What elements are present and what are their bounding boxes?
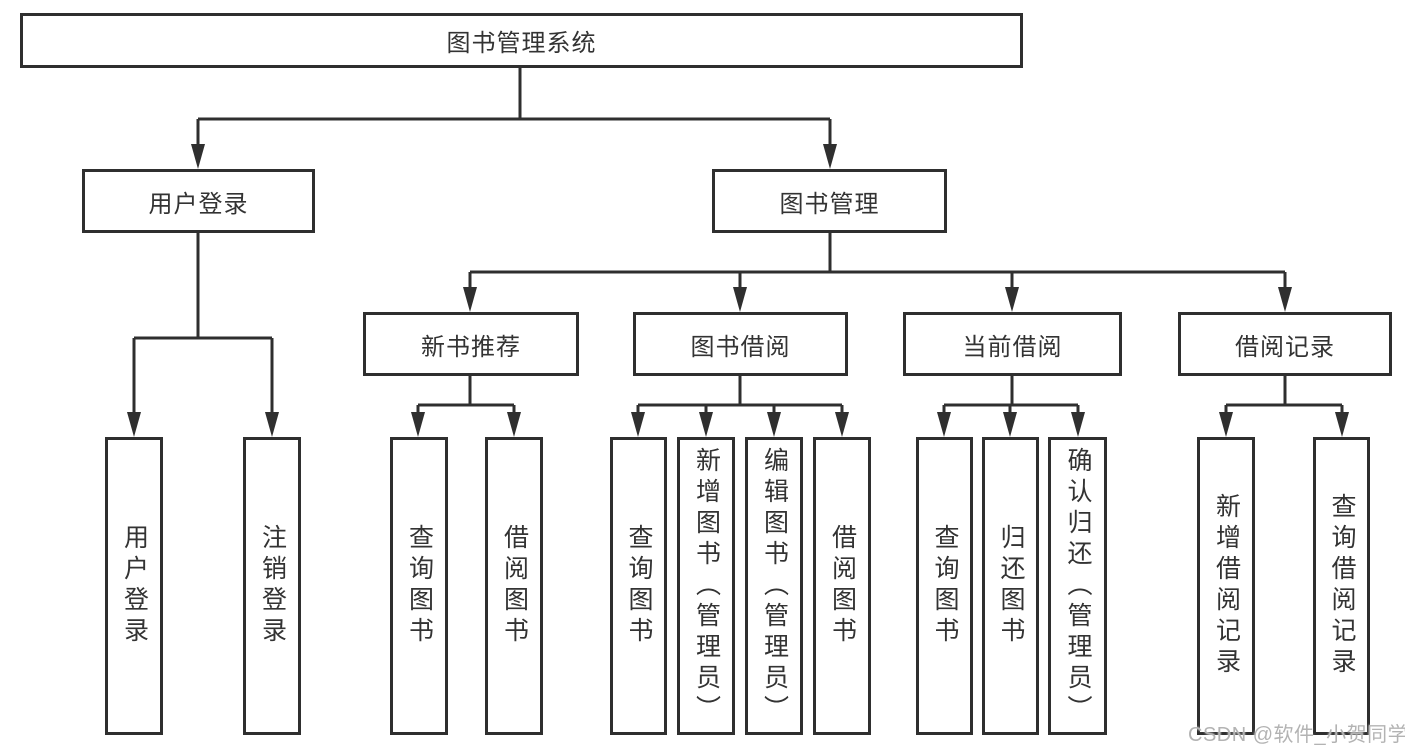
connector-paths xyxy=(132,68,1344,414)
arrow-icon xyxy=(1278,287,1292,312)
node-br-add-record: 新增借阅记录 xyxy=(1197,437,1255,735)
node-br-query-record: 查询借阅记录 xyxy=(1313,437,1370,735)
arrow-icon xyxy=(507,412,521,437)
node-bb-add-book: 新增图书（管理员） xyxy=(677,437,735,735)
arrow-icon xyxy=(823,144,837,169)
arrow-icon xyxy=(937,412,951,437)
node-bb-borrow-book: 借阅图书 xyxy=(813,437,871,735)
node-cb-confirm-return: 确认归还（管理员） xyxy=(1048,437,1107,735)
node-book-management: 图书管理 xyxy=(712,169,947,233)
node-nbr-query-book: 查询图书 xyxy=(390,437,448,735)
node-book-borrow: 图书借阅 xyxy=(633,312,848,376)
node-leaf-user-login: 用户登录 xyxy=(105,437,163,735)
watermark: CSDN @软件_小贺同学 xyxy=(1188,724,1405,746)
node-cb-return-book: 归还图书 xyxy=(982,437,1039,735)
arrow-icon xyxy=(631,412,645,437)
arrow-icon xyxy=(767,412,781,437)
arrow-icon xyxy=(1335,412,1349,437)
node-bb-query-book: 查询图书 xyxy=(610,437,667,735)
arrow-icon xyxy=(1003,412,1017,437)
node-current-borrow: 当前借阅 xyxy=(903,312,1122,376)
arrowheads xyxy=(127,144,1349,437)
arrow-icon xyxy=(835,412,849,437)
arrow-icon xyxy=(1005,287,1019,312)
node-borrow-record: 借阅记录 xyxy=(1178,312,1392,376)
arrow-icon xyxy=(1071,412,1085,437)
arrow-icon xyxy=(1219,412,1233,437)
arrow-icon xyxy=(411,412,425,437)
arrow-icon xyxy=(127,412,141,437)
arrow-icon xyxy=(191,144,205,169)
arrow-icon xyxy=(463,287,477,312)
arrow-icon xyxy=(265,412,279,437)
node-leaf-logout: 注销登录 xyxy=(243,437,301,735)
node-nbr-borrow-book: 借阅图书 xyxy=(485,437,543,735)
node-user-login: 用户登录 xyxy=(82,169,315,233)
node-cb-query-book: 查询图书 xyxy=(916,437,973,735)
node-bb-edit-book: 编辑图书（管理员） xyxy=(745,437,803,735)
arrow-icon xyxy=(733,287,747,312)
node-new-book-recommend: 新书推荐 xyxy=(363,312,579,376)
node-root: 图书管理系统 xyxy=(20,13,1023,68)
arrow-icon xyxy=(699,412,713,437)
